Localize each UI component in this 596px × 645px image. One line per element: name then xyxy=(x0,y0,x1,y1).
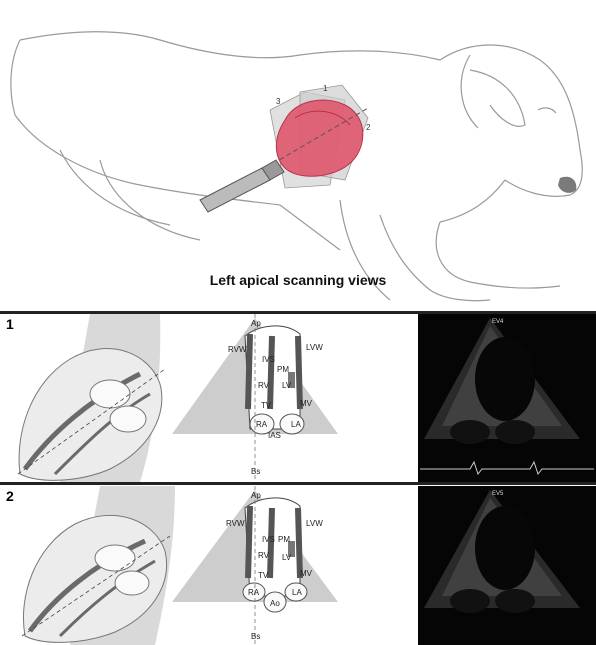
dog-illustration-panel: 3 1 2 Left apical scanning views xyxy=(0,0,596,312)
rvw-wall xyxy=(248,334,250,409)
label-apex: Ap xyxy=(251,319,261,328)
label-rvw: RVW xyxy=(226,519,245,528)
view-row-2: Ap Bs RVW IVS LVW PM RV LV TV MV RA LA A… xyxy=(0,486,596,645)
probe-label-3: 3 xyxy=(276,97,281,106)
label-ivs: IVS xyxy=(262,535,275,544)
label-lvw: LVW xyxy=(306,519,323,528)
view-row-2-graphics: Ap Bs RVW IVS LVW PM RV LV TV MV RA LA A… xyxy=(0,486,596,645)
label-rv: RV xyxy=(258,551,270,560)
echo-image-1: EV4 xyxy=(418,314,596,482)
row-number-2: 2 xyxy=(6,488,14,504)
echo-tag-1: EV4 xyxy=(492,319,504,325)
echo-tag-2: EV5 xyxy=(492,491,504,497)
rvw-wall xyxy=(248,506,250,578)
label-base: Bs xyxy=(251,467,260,476)
dog-illustration: 3 1 2 xyxy=(0,0,596,312)
ivs-wall xyxy=(270,336,272,409)
label-mv: MV xyxy=(300,399,313,408)
apical-schematic-2: Ap Bs RVW IVS LVW PM RV LV TV MV RA LA A… xyxy=(172,486,338,645)
nose xyxy=(558,177,576,193)
label-ra: RA xyxy=(248,588,260,597)
apical-schematic-1: Ap Bs RVW IVS LVW PM RV LV TV MV RA LA I… xyxy=(172,314,338,482)
label-rvw: RVW xyxy=(228,345,247,354)
label-base: Bs xyxy=(251,632,260,641)
lvw-wall xyxy=(298,508,300,578)
label-ias: IAS xyxy=(268,431,281,440)
row-number-1: 1 xyxy=(6,316,14,332)
figure-title: Left apical scanning views xyxy=(0,272,596,288)
label-tv: TV xyxy=(258,571,269,580)
label-tv: TV xyxy=(261,401,272,410)
label-pm: PM xyxy=(278,535,290,544)
label-mv: MV xyxy=(300,569,313,578)
label-rv: RV xyxy=(258,381,270,390)
label-lvw: LVW xyxy=(306,343,323,352)
probe-label-2: 2 xyxy=(366,123,371,132)
label-la: LA xyxy=(292,588,302,597)
label-la: LA xyxy=(291,420,301,429)
view-row-1-graphics: Ap Bs RVW IVS LVW PM RV LV TV MV RA LA I… xyxy=(0,314,596,482)
view-row-1: Ap Bs RVW IVS LVW PM RV LV TV MV RA LA I… xyxy=(0,314,596,482)
heart-sketch-2 xyxy=(22,486,175,645)
divider-middle xyxy=(0,482,596,485)
heart-sketch-1 xyxy=(18,314,165,482)
label-apex: Ap xyxy=(251,491,261,500)
label-pm: PM xyxy=(277,365,289,374)
label-ra: RA xyxy=(256,420,268,429)
label-lv: LV xyxy=(282,381,292,390)
label-lv: LV xyxy=(282,553,292,562)
label-ivs: IVS xyxy=(262,355,275,364)
echo-image-2: EV5 xyxy=(418,486,596,645)
probe-label-1: 1 xyxy=(323,84,328,93)
label-ao: Ao xyxy=(270,599,280,608)
